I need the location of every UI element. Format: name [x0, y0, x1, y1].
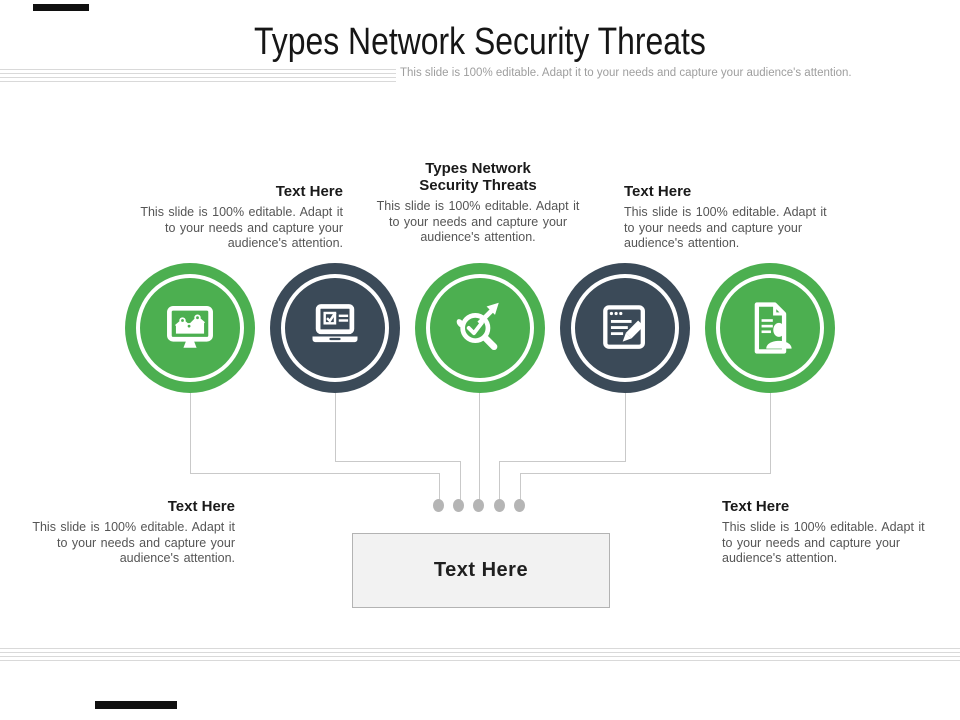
block-heading: Security Threats — [419, 177, 537, 194]
block-body-line: This slide is 100% editable. Adapt it — [624, 205, 827, 219]
connector-line — [190, 393, 191, 473]
connector-line — [190, 473, 440, 474]
text-here-box[interactable]: Text Here — [352, 533, 610, 608]
progress-dot — [494, 499, 505, 512]
progress-dot — [453, 499, 464, 512]
node-circle-3[interactable] — [415, 263, 545, 393]
text-block-top-left[interactable]: Text Here This slide is 100% editable. A… — [123, 183, 343, 252]
circle-ring — [426, 274, 534, 382]
page-title[interactable]: Types Network Security Threats — [254, 21, 706, 63]
circle-ring — [571, 274, 679, 382]
block-heading: Text Here — [167, 498, 235, 515]
magnifier-arrow-icon — [456, 302, 499, 351]
top-left-accent-bar — [33, 4, 89, 11]
node-circle-2[interactable] — [270, 263, 400, 393]
text-block-bottom-right[interactable]: Text Here This slide is 100% editable. A… — [722, 498, 942, 567]
block-heading: Types Network — [425, 160, 531, 177]
block-body-line: audience's attention. — [119, 551, 235, 565]
progress-dot — [433, 499, 444, 512]
page-subtitle[interactable]: This slide is 100% editable. Adapt it to… — [400, 67, 852, 79]
circle-ring — [281, 274, 389, 382]
laptop-checklist-icon — [312, 304, 358, 343]
connector-line — [335, 393, 336, 461]
text-block-top-right[interactable]: Text Here This slide is 100% editable. A… — [624, 183, 844, 252]
node-circle-5[interactable] — [705, 263, 835, 393]
text-block-bottom-left[interactable]: Text Here This slide is 100% editable. A… — [15, 498, 235, 567]
block-heading: Text Here — [722, 498, 790, 515]
connector-line — [335, 461, 461, 462]
block-heading: Text Here — [275, 183, 343, 200]
connector-line — [625, 393, 626, 461]
block-body-line: audience's attention. — [624, 236, 740, 250]
block-body-line: to your needs and capture your — [388, 214, 568, 229]
node-circle-4[interactable] — [560, 263, 690, 393]
box-label: Text Here — [433, 559, 529, 581]
document-user-icon — [754, 302, 792, 354]
block-body-line: to your needs and capture your — [164, 220, 343, 235]
connector-line — [770, 393, 771, 473]
block-body-line: This slide is 100% editable. Adapt it — [722, 520, 925, 534]
connector-line — [499, 461, 500, 500]
bottom-left-accent-bar — [95, 701, 177, 709]
monitor-chart-icon — [167, 305, 213, 348]
connector-line — [499, 461, 626, 462]
circle-ring — [136, 274, 244, 382]
circle-ring — [716, 274, 824, 382]
connector-line — [460, 461, 461, 500]
block-body-line: to your needs and capture your — [624, 220, 803, 235]
block-body-line: This slide is 100% editable. Adapt it — [140, 205, 343, 219]
block-body-line: audience's attention. — [420, 230, 536, 244]
connector-line — [520, 473, 771, 474]
connector-line — [439, 473, 440, 500]
connector-line — [520, 473, 521, 500]
progress-dot — [514, 499, 525, 512]
block-heading: Text Here — [624, 183, 692, 200]
browser-edit-icon — [603, 305, 645, 349]
connector-line — [479, 393, 480, 500]
block-body-line: This slide is 100% editable. Adapt it — [376, 199, 580, 213]
block-body-line: This slide is 100% editable. Adapt it — [32, 520, 235, 534]
text-block-top-center[interactable]: Types Network Security Threats This slid… — [368, 160, 588, 246]
block-body-line: audience's attention. — [227, 236, 343, 250]
block-body-line: to your needs and capture your — [56, 535, 235, 550]
subtitle-stripe-band — [0, 69, 396, 82]
progress-dot — [473, 499, 484, 512]
node-circle-1[interactable] — [125, 263, 255, 393]
bottom-stripe-band — [0, 648, 960, 661]
block-body-line: audience's attention. — [722, 551, 838, 565]
block-body-line: to your needs and capture your — [722, 535, 901, 550]
